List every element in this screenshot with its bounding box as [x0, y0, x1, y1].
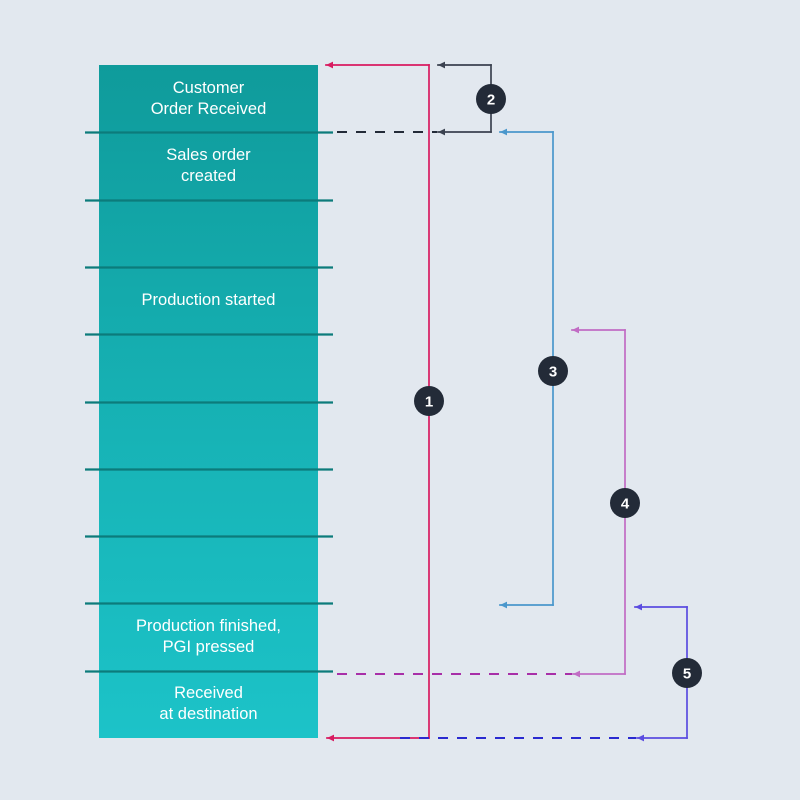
marker-4-circle[interactable]	[610, 488, 640, 518]
connector-4-delivery-prep	[337, 326, 626, 678]
marker-4[interactable]: 4	[610, 488, 640, 518]
connector-5-transit-arrow-top	[635, 603, 642, 611]
marker-2-number: 2	[487, 92, 495, 109]
connector-1-total-cycle-arrow-top	[326, 61, 333, 69]
markers-layer: 1 2 3 4 5	[414, 84, 702, 688]
connector-4-delivery-prep-arrow-bottom	[573, 670, 580, 678]
connector-1-total-cycle-arrow-bottom	[327, 734, 334, 742]
connector-3-production-lead-time-arrow-bottom	[500, 601, 507, 609]
marker-5-number: 5	[683, 666, 691, 683]
marker-1[interactable]: 1	[414, 386, 444, 416]
connector-5-transit-arrow-bottom	[637, 734, 644, 742]
marker-5[interactable]: 5	[672, 658, 702, 688]
connector-4-delivery-prep-arrow-top	[572, 326, 579, 334]
connector-1-total-cycle	[325, 61, 430, 742]
marker-4-number: 4	[621, 496, 630, 513]
marker-1-circle[interactable]	[414, 386, 444, 416]
marker-3[interactable]: 3	[538, 356, 568, 386]
connector-3-production-lead-time-arrow-top	[500, 128, 507, 136]
marker-3-number: 3	[549, 364, 557, 381]
connector-2-order-entry-arrow-bottom	[438, 128, 445, 136]
marker-3-circle[interactable]	[538, 356, 568, 386]
marker-2[interactable]: 2	[476, 84, 506, 114]
marker-2-circle[interactable]	[476, 84, 506, 114]
order-fulfillment-timeline	[85, 65, 333, 738]
connector-2-order-entry	[337, 61, 492, 136]
connectors-layer	[325, 61, 688, 742]
marker-5-circle[interactable]	[672, 658, 702, 688]
marker-1-number: 1	[425, 394, 433, 411]
connector-2-order-entry-arrow-top	[438, 61, 445, 69]
connector-5-transit	[400, 603, 688, 742]
